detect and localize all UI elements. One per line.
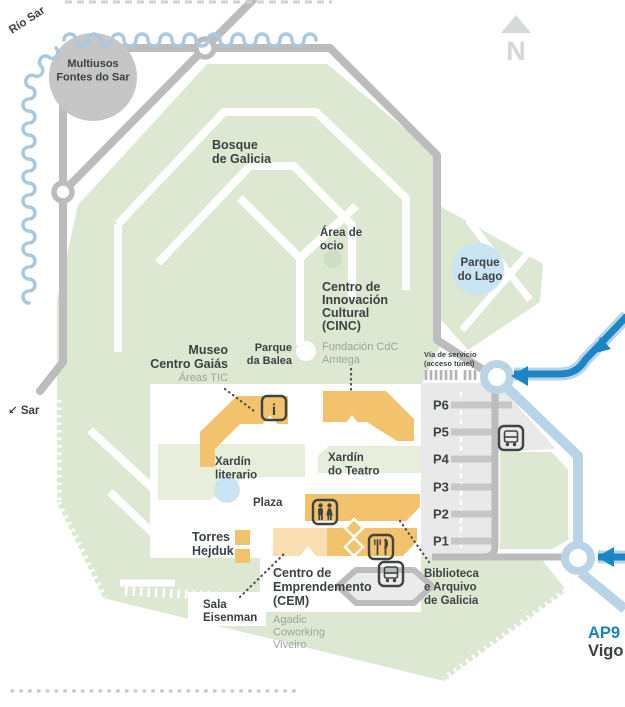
parking-bar-P4 <box>451 455 492 463</box>
label-parking-P3: P3 <box>433 480 449 495</box>
parking-bar-P5 <box>451 428 492 436</box>
highway-arrow-diagonal <box>595 337 611 353</box>
parking-bars <box>451 401 512 545</box>
museo-building <box>200 396 288 467</box>
ap9-highway-casing <box>514 311 625 381</box>
xardin-literario-area <box>158 444 305 500</box>
cinc-notch <box>346 415 358 423</box>
parque-balea-circle <box>296 341 316 361</box>
roundabout-north <box>480 360 514 394</box>
info-icon: i <box>260 394 288 422</box>
ap9-highway <box>514 313 625 378</box>
label-connectors <box>223 367 431 599</box>
park-paths <box>87 108 538 587</box>
label-sar-exit: ↙ Sar <box>8 405 40 417</box>
label-ap9: AP9 <box>588 624 620 642</box>
service-highway-light-exit <box>577 569 625 613</box>
label-north-n: N <box>506 36 526 66</box>
gardens <box>158 243 504 503</box>
bus-icon <box>497 424 525 452</box>
xardin-teatro-area <box>318 446 421 473</box>
parking-bar-P6 <box>451 401 512 409</box>
roundabout-south <box>561 541 595 575</box>
plaza-diamond-2 <box>343 536 365 558</box>
restrooms-icon <box>311 498 339 526</box>
rio-sar-river <box>21 32 318 305</box>
service-highway-light <box>493 374 583 542</box>
label-parking-P6: P6 <box>433 398 449 413</box>
highways <box>480 311 625 613</box>
map-icons: i <box>260 394 525 588</box>
cem-light-wing <box>273 528 327 556</box>
parking-bar-P1 <box>451 537 492 545</box>
highway-arrow-south <box>597 547 614 567</box>
label-rio-sar: Río Sar <box>7 4 48 36</box>
label-parking-P2: P2 <box>433 507 449 522</box>
label-parking-P4: P4 <box>433 452 450 467</box>
mid-right-green <box>500 452 568 549</box>
tunnel-dashes <box>424 370 477 380</box>
parking-bar-P3 <box>451 483 492 491</box>
label-vigo: Vigo <box>588 642 623 660</box>
ring-road-north-east <box>100 44 485 373</box>
buildings <box>200 391 420 563</box>
torres-hejduk-tower-1 <box>235 530 250 545</box>
label-parking-P5: P5 <box>433 425 449 440</box>
bus-icon-2 <box>377 560 405 588</box>
hatched-edges <box>52 400 570 684</box>
road-junctions <box>51 36 217 204</box>
north-arrow-icon <box>501 15 531 33</box>
highway-arrow-west <box>511 366 528 386</box>
label-via-servicio: Vía de servicio(acceso túnel) <box>424 350 477 368</box>
cinc-building <box>323 391 414 441</box>
multiusos-building <box>49 33 137 121</box>
cem-wing-notch <box>300 546 316 556</box>
label-museo-sub: Áreas TIC <box>179 371 228 384</box>
restaurant-icon <box>367 533 395 561</box>
area-ocio-blob <box>324 250 342 268</box>
label-parking-P1: P1 <box>433 534 449 549</box>
parking-area <box>421 370 556 557</box>
torres-hejduk-tower-2 <box>235 549 250 563</box>
parking-bar-P2 <box>451 510 492 518</box>
svg-text:i: i <box>272 402 276 419</box>
label-plaza: Plaza <box>253 497 283 509</box>
pond <box>214 477 240 503</box>
lake <box>452 243 504 295</box>
